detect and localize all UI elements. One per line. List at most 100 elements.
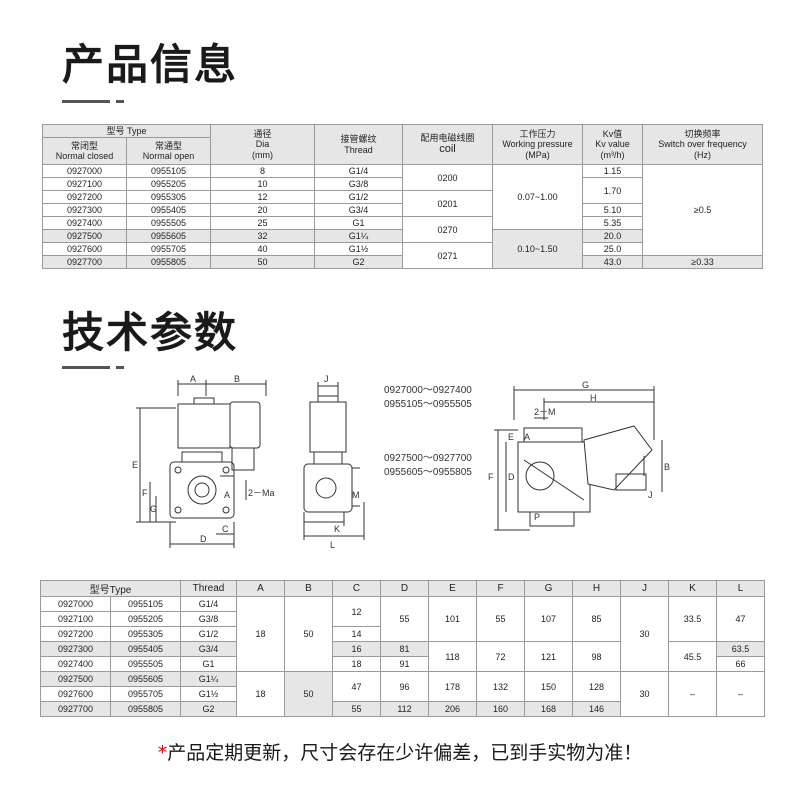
dim-b-cell: 50 (284, 596, 333, 672)
thread-cell: G1½ (314, 242, 404, 256)
no-cell: 0955205 (110, 611, 181, 627)
dim-h-cell: 146 (572, 701, 621, 717)
dim-j-cell: 30 (620, 671, 669, 717)
dia-cell: 10 (210, 177, 316, 191)
dim-header-j: J (620, 580, 669, 597)
dim-header-l: L (716, 580, 765, 597)
no-cell: 0955205 (125, 177, 212, 191)
dim-e-cell: 101 (428, 596, 477, 642)
dim-c-cell: 14 (332, 626, 381, 642)
valve-front-view-drawing: A B E F G A 2－Ma C D (132, 374, 275, 548)
label-k: K (334, 524, 340, 534)
coil-cell: 0200 (402, 164, 494, 191)
title-underline (62, 366, 110, 369)
thread-cell: G3/4 (314, 203, 404, 217)
pressure-cell: 0.10~1.50 (492, 229, 584, 269)
label-c: C (222, 524, 229, 534)
label-j: J (648, 490, 653, 500)
dim-header-g: G (524, 580, 573, 597)
title-underline (62, 100, 110, 103)
dim-g-cell: 150 (524, 671, 573, 702)
pressure-cell: 0.07~1.00 (492, 164, 584, 230)
dim-h-cell: 98 (572, 641, 621, 672)
model-header: 型号Type (40, 580, 181, 597)
dim-g-cell: 168 (524, 701, 573, 717)
nc-cell: 0927100 (42, 177, 127, 191)
dim-d-cell: 112 (380, 701, 429, 717)
label-m: M (352, 490, 360, 500)
dim-c-cell: 12 (332, 596, 381, 627)
no-cell: 0955505 (125, 216, 212, 230)
dia-cell: 40 (210, 242, 316, 256)
label-a: A (524, 432, 530, 442)
no-cell: 0955805 (110, 701, 181, 717)
no-cell: 0955805 (125, 255, 212, 269)
dim-d-cell: 91 (380, 656, 429, 672)
no-cell: 0955605 (110, 671, 181, 687)
label-g: G (150, 504, 157, 514)
coil-cell: 0270 (402, 216, 494, 243)
nc-cell: 0927400 (42, 216, 127, 230)
dim-header-k: K (668, 580, 717, 597)
no-cell: 0955105 (125, 164, 212, 178)
nc-cell: 0927600 (40, 686, 111, 702)
valve-side-view-drawing: J M K L (303, 374, 365, 550)
freq-cell: ≥0.33 (642, 255, 764, 269)
label-2m: 2－M (534, 407, 556, 417)
dia-cell: 20 (210, 203, 316, 217)
dim-f-cell: 132 (476, 671, 525, 702)
nc-cell: 0927200 (40, 626, 111, 642)
dim-c-cell: 18 (332, 656, 381, 672)
dim-a-cell: 18 (236, 671, 285, 717)
dim-f-cell: 72 (476, 641, 525, 672)
dim-h-cell: 128 (572, 671, 621, 702)
thread-cell: G1¼ (180, 671, 237, 687)
dim-c-cell: 55 (332, 701, 381, 717)
kv-cell: 20.0 (582, 229, 644, 243)
label-h: H (590, 393, 597, 403)
dim-c-cell: 16 (332, 641, 381, 657)
freq-cell: ≥0.5 (642, 164, 764, 256)
dim-k-cell: 33.5 (668, 596, 717, 642)
label-a-2: A (224, 490, 230, 500)
no-cell: 0955305 (110, 626, 181, 642)
model-range-group-1: 0927000～0927400 0955105～0955505 (384, 385, 472, 410)
model-range-group-2: 0927500～0927700 0955605～0955805 (384, 453, 472, 478)
coil-cell: 0271 (402, 242, 494, 269)
dim-d-cell: 81 (380, 641, 429, 657)
dim-l-cell: 47 (716, 596, 765, 642)
thread-cell: G1 (314, 216, 404, 230)
nc-cell: 0927600 (42, 242, 127, 256)
kv-cell: 1.70 (582, 177, 644, 204)
no-cell: 0955405 (125, 203, 212, 217)
dia-cell: 12 (210, 190, 316, 204)
product-info-title: 产品信息 (62, 40, 239, 89)
coil-cell: 0201 (402, 190, 494, 217)
nc-cell: 0927400 (40, 656, 111, 672)
dim-l-cell: 63.5 (716, 641, 765, 657)
dim-g-cell: 107 (524, 596, 573, 642)
thread-cell: G2 (314, 255, 404, 269)
thread-cell: G3/8 (180, 611, 237, 627)
kv-cell: 1.15 (582, 164, 644, 178)
dim-e-cell: 206 (428, 701, 477, 717)
label-f: F (488, 472, 494, 482)
nc-cell: 0927700 (42, 255, 127, 269)
kv-cell: 25.0 (582, 242, 644, 256)
thread-header: Thread (180, 580, 237, 597)
no-cell: 0955105 (110, 596, 181, 612)
label-a: A (190, 374, 196, 384)
label-d: D (200, 534, 207, 544)
nc-cell: 0927500 (40, 671, 111, 687)
dim-h-cell: 85 (572, 596, 621, 642)
nc-cell: 0927000 (40, 596, 111, 612)
dim-header-f: F (476, 580, 525, 597)
thread-cell: G2 (180, 701, 237, 717)
kv-cell: 5.10 (582, 203, 644, 217)
thread-cell: G1½ (180, 686, 237, 702)
dim-header-e: E (428, 580, 477, 597)
dia-cell: 8 (210, 164, 316, 178)
